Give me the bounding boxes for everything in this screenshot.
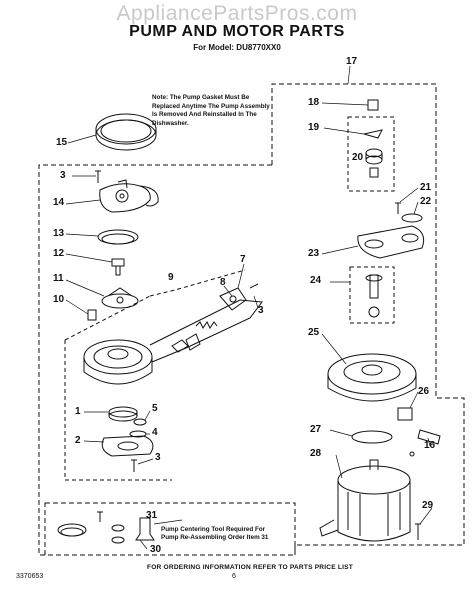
callout-13: 13	[53, 228, 65, 239]
callout-17: 17	[346, 56, 358, 67]
ordering-info-footer: FOR ORDERING INFORMATION REFER TO PARTS …	[147, 564, 353, 571]
callout-11: 11	[53, 273, 64, 284]
callout-7: 7	[240, 254, 246, 265]
callout-19: 19	[308, 122, 320, 133]
callout-16: 15	[56, 137, 68, 148]
callout-29: 29	[422, 500, 434, 511]
callout-15: 16	[424, 440, 436, 451]
callout-3-bottom: 3	[155, 452, 161, 463]
callout-23: 23	[308, 248, 320, 259]
callout-18: 18	[308, 97, 320, 108]
callout-3-top: 3	[60, 170, 66, 181]
callout-21: 21	[420, 182, 432, 193]
callout-10: 10	[53, 294, 65, 305]
callout-27: 27	[310, 424, 322, 435]
callout-3-right: 3	[258, 305, 264, 316]
callout-5: 5	[152, 403, 158, 414]
callout-4: 4	[152, 427, 158, 438]
pump-centering-tool-note: Pump Centering Tool Required For Pump Re…	[161, 526, 269, 542]
callout-12: 12	[53, 248, 65, 259]
callout-24: 24	[310, 275, 322, 286]
callout-14: 14	[53, 197, 65, 208]
callout-30: 30	[150, 544, 162, 555]
callout-20: 20	[352, 152, 364, 163]
diagram-title: PUMP AND MOTOR PARTS	[129, 23, 345, 40]
document-number: 3370653	[16, 573, 44, 580]
watermark: AppliancePartsPros.com	[116, 2, 358, 25]
callout-31: 31	[146, 510, 158, 521]
callout-2: 2	[75, 435, 81, 446]
model-subtitle: For Model: DU8770XX0	[193, 43, 281, 52]
pump-gasket-note: Note: The Pump Gasket Must Be Replaced A…	[152, 94, 270, 127]
callout-9: 9	[168, 272, 174, 283]
callout-22: 22	[420, 196, 432, 207]
callout-25: 25	[308, 327, 320, 338]
callout-1: 1	[75, 406, 81, 417]
callout-8: 8	[220, 277, 226, 288]
callout-26: 26	[418, 386, 430, 397]
page-number: 6	[232, 573, 236, 580]
callout-28: 28	[310, 448, 322, 459]
